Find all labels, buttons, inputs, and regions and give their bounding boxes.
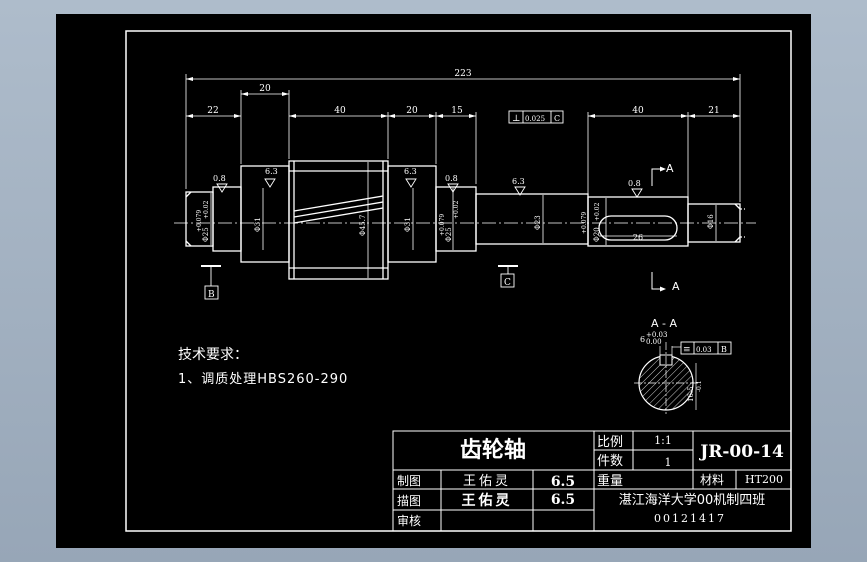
section-label-a-top: A (666, 162, 674, 175)
weight-label: 重量 (597, 473, 623, 489)
dim-22: 22 (207, 106, 218, 116)
dim-20-b: 20 (406, 106, 418, 116)
checked-label: 审核 (397, 513, 421, 528)
dimension-texts: 223 20 22 40 20 15 40 21 26 (207, 69, 719, 242)
tol-left-up: +0.079 (196, 210, 203, 232)
tol-value: 0.025 (525, 115, 545, 123)
phi25-left: Φ25 (202, 227, 210, 242)
dim-15: 15 (451, 106, 463, 116)
diameter-dimensions (210, 162, 717, 278)
roughness-2: 6.3 (265, 167, 278, 176)
section-frame-datum: B (721, 345, 727, 354)
section-cut-markers (651, 168, 663, 290)
tol-right-up: +0.079 (439, 214, 446, 236)
section-view (634, 342, 698, 414)
phi25-right: Φ25 (445, 227, 453, 242)
drawn-name: 王佑灵 (463, 474, 511, 489)
section-frame-value: 0.03 (696, 346, 712, 354)
dim-40-b: 40 (632, 106, 644, 116)
dimension-lines (185, 74, 741, 237)
diameter-texts: Φ25 +0.079 +0.02 Φ31 Φ45.7 Φ31 +0.079 Φ2… (196, 200, 715, 242)
roughness-6: 0.8 (628, 179, 641, 188)
section-label-a-bottom: A (672, 280, 680, 293)
scale-value: 1:1 (654, 434, 672, 447)
key-width: 6 (640, 335, 645, 344)
tol-20-up: +0.079 (581, 212, 588, 234)
section-depth-tol: -0.1 (696, 380, 703, 392)
phi31-left: Φ31 (254, 217, 262, 232)
drawing-number: JR-00-14 (698, 442, 784, 462)
title-block (392, 430, 792, 532)
dim-overall: 223 (454, 69, 471, 79)
section-depth: 16.5 (687, 386, 695, 402)
arrowheads (186, 77, 740, 118)
material-label: 材料 (700, 473, 724, 487)
drawn-label: 制图 (397, 474, 421, 488)
roughness-4: 0.8 (445, 174, 458, 183)
traced-label: 描图 (397, 494, 421, 508)
student-id: 00121417 (654, 512, 726, 525)
datum-b: B (208, 290, 215, 300)
qty-value: 1 (665, 456, 672, 469)
drawn-date: 6.5 (551, 474, 575, 490)
traced-name: 王佑灵 (462, 492, 513, 509)
section-tolerance-frame (680, 341, 732, 355)
roughness-1: 0.8 (213, 174, 226, 183)
qty-label: 件数 (597, 454, 623, 469)
tolerance-frame: ⊥ 0.025 C (508, 110, 564, 124)
key-tol-bot: 0.00 (646, 338, 662, 346)
phi16: Φ16 (707, 214, 715, 229)
part-name: 齿轮轴 (460, 437, 526, 463)
tol-right-down: +0.02 (453, 200, 460, 219)
traced-date: 6.5 (551, 492, 575, 508)
section-frame-symbol: ≡ (683, 345, 691, 355)
dim-20-top: 20 (259, 84, 271, 94)
tol-left-down: +0.02 (203, 200, 210, 219)
material-value: HT200 (745, 473, 783, 486)
roughness-values: 0.8 6.3 6.3 0.8 6.3 0.8 (213, 167, 641, 188)
phi31-right: Φ31 (404, 217, 412, 232)
key-tol-top: +0.03 (646, 331, 667, 339)
notes-item-1: 1、调质处理HBS260-290 (178, 372, 348, 387)
tol-20-down: +0.02 (594, 202, 601, 221)
phi45-7: Φ45.7 (359, 215, 367, 236)
phi23: Φ23 (534, 215, 542, 230)
roughness-5: 6.3 (512, 177, 525, 186)
section-title: A - A (651, 317, 677, 330)
notes-heading: 技术要求： (178, 347, 248, 363)
tol-symbol: ⊥ (512, 114, 520, 124)
dim-26: 26 (633, 233, 643, 242)
dim-40-a: 40 (334, 106, 346, 116)
datum-markers (201, 265, 518, 300)
dim-21: 21 (708, 106, 719, 116)
tol-datum: C (554, 114, 560, 123)
datum-c: C (504, 278, 511, 288)
school-name: 湛江海洋大学00机制四班 (619, 492, 766, 508)
roughness-symbols (216, 178, 643, 198)
cad-viewport[interactable]: 223 20 22 40 20 15 40 21 26 Φ25 +0.079 +… (56, 14, 811, 548)
roughness-3: 6.3 (404, 167, 417, 176)
phi20: Φ20 (593, 227, 601, 242)
drawing-canvas: 223 20 22 40 20 15 40 21 26 Φ25 +0.079 +… (125, 30, 792, 532)
scale-label: 比例 (597, 435, 623, 450)
